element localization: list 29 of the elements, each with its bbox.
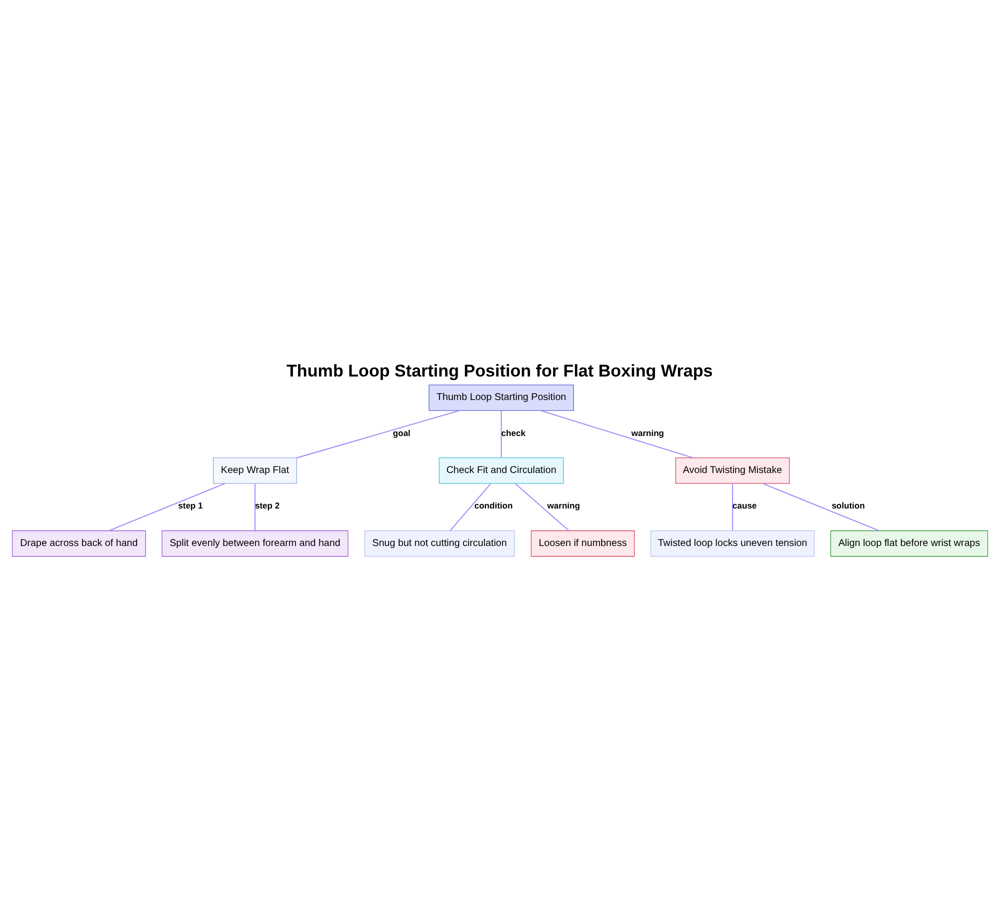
connector [254,484,256,531]
node-box: Drape across back of hand [12,530,146,557]
node-box: Loosen if numbness [530,530,635,557]
node-box: Split evenly between forearm and hand [162,530,348,557]
edge-label: warning [631,428,664,438]
connector [450,483,491,531]
node-box: Twisted loop locks uneven tension [650,530,815,557]
connector [500,410,502,458]
connector [514,483,570,531]
edge-label: cause [732,500,757,511]
diagram-title: Thumb Loop Starting Position for Flat Boxing Wraps [286,361,713,380]
edge-label: solution [832,500,865,511]
connector [108,483,226,532]
node-box: Keep Wrap Flat [212,458,298,484]
node-box: Align loop flat before wrist wraps [830,530,988,557]
edge-label: goal [392,428,410,438]
node-box: Avoid Twisting Mistake [675,458,790,484]
edge-label: step 1 [178,500,203,511]
connector [762,483,880,532]
edge-label: step 2 [254,500,280,511]
node-box: Snug but not cutting circulation [364,530,515,557]
connector [732,484,734,531]
node-box: Check Fit and Circulation [438,458,564,484]
edge-label: condition [474,500,513,511]
edge-label: check [501,428,526,438]
edge-label: warning [547,500,580,511]
connector [296,410,460,458]
connector [540,410,694,458]
node-box: Thumb Loop Starting Position [428,384,574,411]
